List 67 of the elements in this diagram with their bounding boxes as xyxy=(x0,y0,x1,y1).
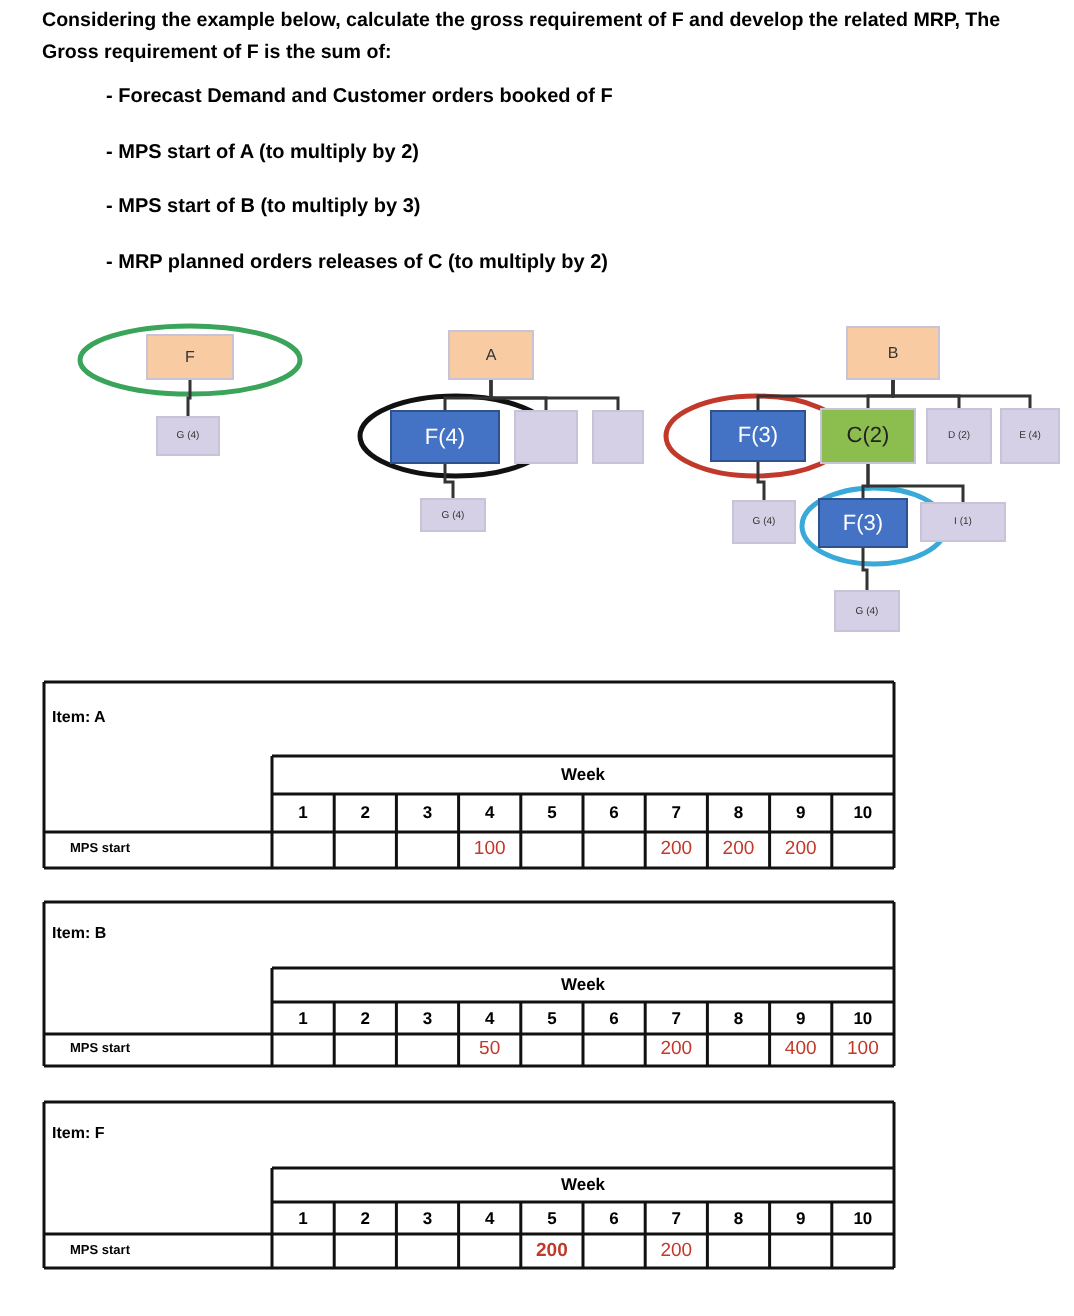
component-box: F(3) xyxy=(818,498,908,548)
week-number: 10 xyxy=(851,800,875,826)
bullet-item: - MRP planned orders releases of C (to multiply by 2) xyxy=(106,251,608,273)
tree-connector xyxy=(186,380,192,416)
week-number: 4 xyxy=(482,1206,497,1232)
quantity-value: 200 xyxy=(534,1238,570,1266)
week-number: 5 xyxy=(545,1206,559,1232)
quantity-value: 100 xyxy=(845,1036,881,1064)
item-box: A xyxy=(448,330,534,380)
week-number: 1 xyxy=(296,1006,310,1032)
quantity-value: 100 xyxy=(471,836,508,864)
instruction-text: Considering the example below, calculate the gross requirement of F and develop the related MRP, The Gross requirement of F is the sum of: xyxy=(42,8,1002,68)
week-header: Week xyxy=(558,762,608,788)
tree-connector xyxy=(756,462,766,500)
week-number: 10 xyxy=(851,1206,875,1232)
week-header: Week xyxy=(558,972,608,998)
week-number: 3 xyxy=(420,800,435,826)
bullet-item: - MPS start of A (to multiply by 2) xyxy=(106,141,419,163)
component-box: F(3) xyxy=(710,410,806,462)
week-number: 2 xyxy=(358,1006,372,1032)
week-number: 5 xyxy=(545,1006,559,1032)
week-number: 9 xyxy=(793,1006,808,1032)
quantity-value: 50 xyxy=(477,1036,503,1064)
week-number: 6 xyxy=(607,1206,621,1232)
tree-connector xyxy=(443,464,455,498)
quantity-value: 200 xyxy=(658,1238,695,1266)
week-number: 2 xyxy=(358,800,372,826)
quantity-value: 200 xyxy=(782,836,819,864)
tree-connector xyxy=(891,380,1032,408)
item-label: Item: B xyxy=(52,923,107,941)
week-number: 3 xyxy=(420,1206,435,1232)
week-number: 7 xyxy=(669,1206,683,1232)
tree-connector xyxy=(489,380,620,410)
week-number: 6 xyxy=(607,800,621,826)
item-box: B xyxy=(846,326,940,380)
week-number: 3 xyxy=(420,1006,435,1032)
week-number: 7 xyxy=(669,1006,683,1032)
quantity-value: 200 xyxy=(658,1036,695,1064)
week-number: 4 xyxy=(482,1006,497,1032)
item-label: Item: A xyxy=(52,707,106,725)
week-number: 8 xyxy=(731,800,746,826)
quantity-value: 200 xyxy=(658,836,695,864)
bullet-item: - Forecast Demand and Customer orders booked of F xyxy=(106,86,613,108)
component-box: F(4) xyxy=(390,410,500,464)
week-number: 4 xyxy=(482,800,497,826)
week-number: 5 xyxy=(545,800,559,826)
tree-connector xyxy=(861,548,869,590)
bullet-item: - MPS start of B (to multiply by 3) xyxy=(106,196,421,218)
week-number: 9 xyxy=(793,800,808,826)
component-box xyxy=(514,410,578,464)
item-box: F xyxy=(146,334,234,380)
week-number: 1 xyxy=(296,800,310,826)
week-number: 9 xyxy=(793,1206,808,1232)
week-number: 1 xyxy=(296,1206,310,1232)
quantity-value: 400 xyxy=(782,1036,819,1064)
component-box xyxy=(592,410,644,464)
quantity-value: 200 xyxy=(720,836,757,864)
component-box: C(2) xyxy=(820,408,916,464)
week-number: 8 xyxy=(731,1006,746,1032)
week-number: 6 xyxy=(607,1006,621,1032)
week-number: 8 xyxy=(731,1206,746,1232)
tree-connector xyxy=(866,464,965,502)
week-number: 10 xyxy=(851,1006,875,1032)
item-label: Item: F xyxy=(52,1123,105,1141)
week-number: 7 xyxy=(669,800,683,826)
week-header: Week xyxy=(558,1172,608,1198)
week-number: 2 xyxy=(358,1206,372,1232)
